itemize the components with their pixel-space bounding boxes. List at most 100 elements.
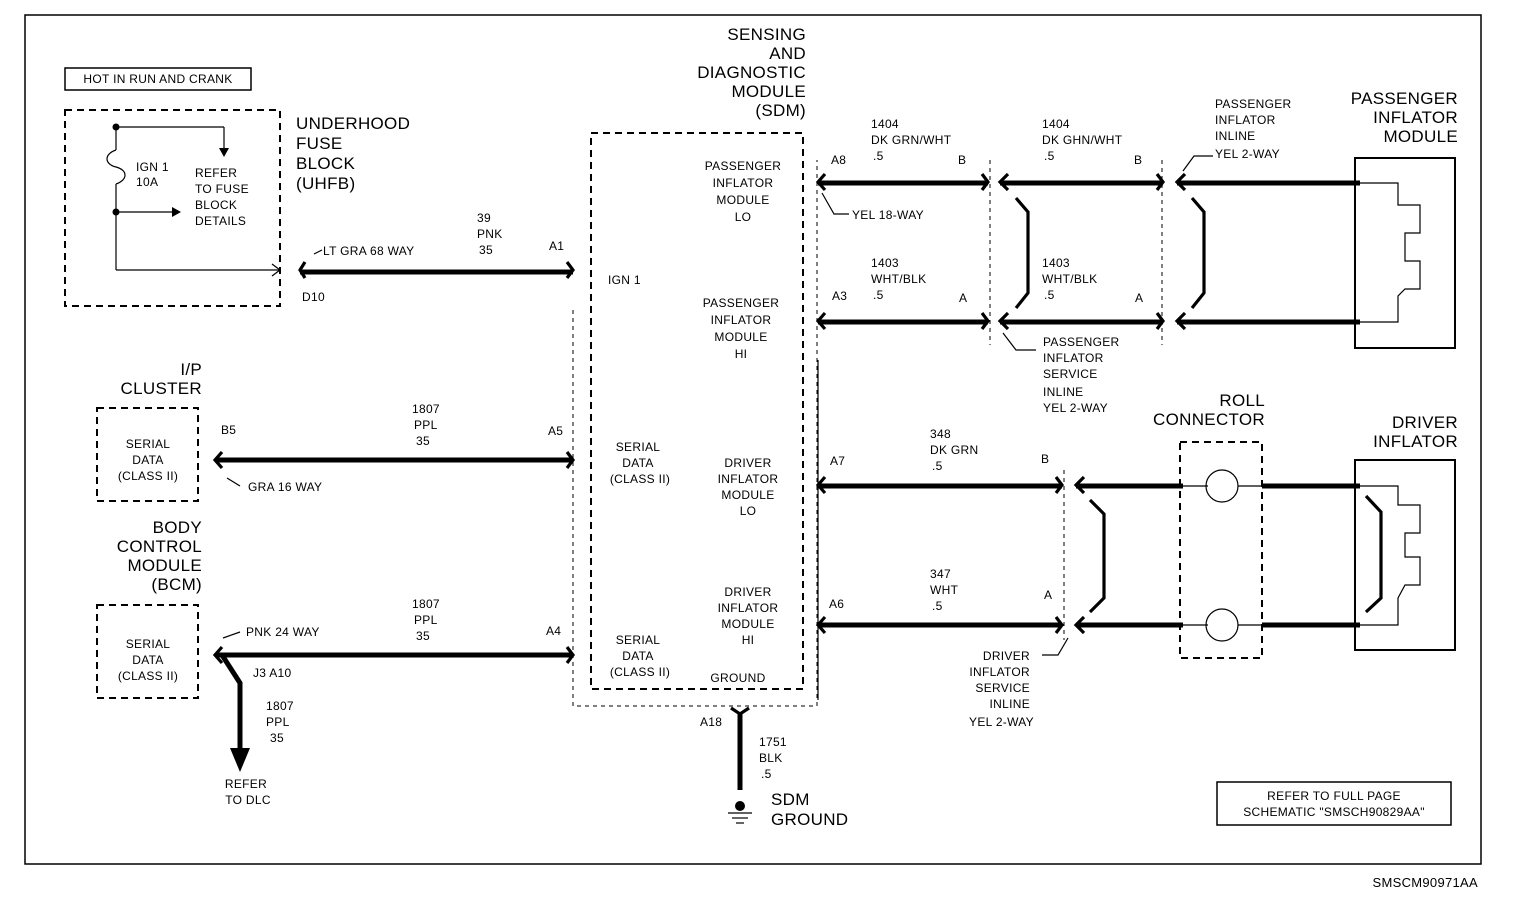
- pass-lo-color-2: DK GHN/WHT: [1042, 133, 1123, 147]
- uhfb-connector-label: LT GRA 68 WAY: [323, 244, 415, 258]
- pass-hi-cav-1: A: [959, 291, 967, 305]
- bcm-title-2: CONTROL: [117, 537, 202, 556]
- pass-service-4: INLINE: [1043, 385, 1083, 399]
- ign-size: 35: [479, 243, 493, 257]
- pass-inline-shorting-bar: [1190, 196, 1206, 309]
- pass-inline-4: YEL 2-WAY: [1215, 147, 1280, 161]
- pass-inline-1: PASSENGER: [1215, 97, 1292, 111]
- roll-connector-box: [1179, 441, 1263, 659]
- ip-connector-label: GRA 16 WAY: [248, 480, 322, 494]
- ip-serial-2: DATA: [132, 453, 163, 467]
- drv-hi-circuit: 347: [930, 567, 951, 581]
- bcm-splice: J3 A10: [253, 666, 292, 680]
- cluster-color: PPL: [414, 418, 438, 432]
- uhfb-title-4: (UHFB): [296, 174, 355, 193]
- drv-hi-cav: A: [1044, 588, 1052, 602]
- drv-service-shorting-bar: [1088, 498, 1106, 614]
- dlc-refer-2: TO DLC: [225, 793, 271, 807]
- fuse-symbol: [106, 123, 281, 277]
- bcm-box: [96, 604, 199, 699]
- pass-lo-color-1: DK GRN/WHT: [871, 133, 952, 147]
- dlc-color: PPL: [266, 715, 290, 729]
- pass-inline-2: INFLATOR: [1215, 113, 1276, 127]
- sdm-pass-lo-4: LO: [735, 210, 752, 224]
- driver-inflator-box: [1354, 459, 1456, 651]
- sdm-pass-hi-4: HI: [735, 347, 748, 361]
- pass-hi-circuit-2: 1403: [1042, 256, 1070, 270]
- bcm-color: PPL: [414, 613, 438, 627]
- ip-serial-1: SERIAL: [126, 437, 171, 451]
- drv-lo-cav: B: [1041, 452, 1049, 466]
- refer-fuse-3: BLOCK: [195, 198, 237, 212]
- sdm-pass-lo-2: INFLATOR: [713, 176, 774, 190]
- diagram-frame: [24, 14, 1482, 865]
- ign-circuit: 39: [477, 211, 491, 225]
- sdm-ground-title-1: SDM: [771, 790, 810, 809]
- fuse-name: IGN 1: [136, 160, 169, 174]
- pass-service-3: SERVICE: [1043, 367, 1098, 381]
- ip-cluster-box: [96, 407, 199, 502]
- sdm-pass-hi-1: PASSENGER: [703, 296, 780, 310]
- driver-inflator-title-1: DRIVER: [1392, 413, 1458, 432]
- pass-inline-3: INLINE: [1215, 129, 1255, 143]
- ip-serial-3: (CLASS II): [118, 469, 178, 483]
- pass-squib: [1360, 182, 1421, 323]
- uhfb-title-3: BLOCK: [296, 154, 355, 173]
- bcm-size: 35: [416, 629, 430, 643]
- pass-hi-size-1: .5: [873, 288, 884, 302]
- ground-splice-dot: [735, 801, 745, 811]
- sdm-serial1-1: SERIAL: [616, 440, 661, 454]
- uhfb-pin: D10: [302, 290, 325, 304]
- fuse-rating: 10A: [136, 175, 158, 189]
- bcm-title-1: BODY: [153, 518, 202, 537]
- ign-pin: A1: [549, 239, 564, 253]
- pass-lo-circuit-2: 1404: [1042, 117, 1070, 131]
- drv-service-5: YEL 2-WAY: [969, 715, 1034, 729]
- pass-module-box: [1354, 157, 1456, 349]
- pass-hi-color-1: WHT/BLK: [871, 272, 926, 286]
- ground-symbol: [728, 812, 752, 824]
- drv-hi-pin: A6: [829, 597, 844, 611]
- cluster-circuit: 1807: [412, 402, 440, 416]
- pass-hi-size-2: .5: [1044, 288, 1055, 302]
- pass-module-title-2: INFLATOR: [1373, 108, 1458, 127]
- sdm-connector-label: YEL 18-WAY: [852, 208, 924, 222]
- pass-lo-size-2: .5: [1044, 149, 1055, 163]
- bcm-pin: A4: [546, 624, 561, 638]
- dlc-refer-1: REFER: [225, 777, 267, 791]
- ip-cluster-title-2: CLUSTER: [121, 379, 202, 398]
- roll-connector-title-1: ROLL: [1219, 391, 1265, 410]
- sdm-drv-lo-3: MODULE: [721, 488, 774, 502]
- sdm-serial1-3: (CLASS II): [610, 472, 670, 486]
- drv-service-1: DRIVER: [983, 649, 1030, 663]
- pass-service-5: YEL 2-WAY: [1043, 401, 1108, 415]
- drv-hi-size: .5: [932, 599, 943, 613]
- pass-lo-pin: A8: [831, 153, 846, 167]
- sdm-ground-title-2: GROUND: [771, 810, 848, 829]
- sdm-drv-hi-2: INFLATOR: [718, 601, 779, 615]
- sdm-ign: IGN 1: [608, 273, 641, 287]
- pass-hi-pin: A3: [832, 289, 847, 303]
- hot-in-run-box: [64, 67, 252, 91]
- sdm-drv-lo-2: INFLATOR: [718, 472, 779, 486]
- refer-schematic-2: SCHEMATIC "SMSCH90829AA": [1243, 805, 1425, 819]
- drv-service-3: SERVICE: [975, 681, 1030, 695]
- cluster-pin: A5: [548, 424, 563, 438]
- pass-service-shorting-bar: [1014, 196, 1030, 309]
- ip-cluster-title-1: I/P: [180, 360, 202, 379]
- driver-inflator-title-2: INFLATOR: [1373, 432, 1458, 451]
- roll-connector-title-2: CONNECTOR: [1153, 410, 1265, 429]
- sdm-serial2-3: (CLASS II): [610, 665, 670, 679]
- uhfb-box: [64, 109, 281, 307]
- roll-coil-bottom: [1183, 608, 1262, 642]
- sdm-drv-hi-1: DRIVER: [724, 585, 771, 599]
- sdm-pass-lo-1: PASSENGER: [705, 159, 782, 173]
- uhfb-title-1: UNDERHOOD: [296, 114, 410, 133]
- bcm-serial-1: SERIAL: [126, 637, 171, 651]
- ign-color: PNK: [477, 227, 503, 241]
- drv-service-2: INFLATOR: [969, 665, 1030, 679]
- bcm-serial-2: DATA: [132, 653, 163, 667]
- pass-hi-cav-2: A: [1135, 291, 1143, 305]
- sdm-title-2: AND: [769, 44, 806, 63]
- ground-size: .5: [761, 767, 772, 781]
